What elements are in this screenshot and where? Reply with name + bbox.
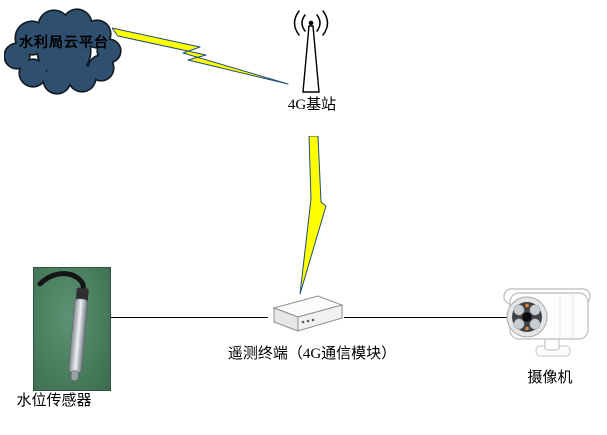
lightning-bolt-cloud-icon (112, 27, 289, 85)
terminal-node (268, 291, 348, 341)
terminal-box-icon (272, 295, 344, 332)
terminal-label: 遥测终端（4G通信模块） (227, 346, 397, 362)
cloud-icon (3, 8, 122, 95)
base-station-node (284, 8, 338, 96)
base-station-label: 4G基站 (287, 97, 337, 113)
cloud-node (3, 6, 124, 98)
cloud-label: 水利局云平台 (19, 36, 109, 51)
camera-node (500, 284, 596, 374)
lightning-bolt-terminal-icon (299, 136, 327, 295)
sensor-label: 水位传感器 (16, 393, 92, 409)
cctv-camera-icon (503, 288, 591, 357)
connection-line-terminal-camera (344, 317, 510, 318)
camera-label: 摄像机 (527, 370, 573, 386)
base-station-icon (293, 10, 329, 93)
connection-line-sensor-terminal (111, 317, 268, 318)
water-level-sensor-icon (37, 271, 89, 381)
water-level-sensor-photo (33, 267, 111, 391)
